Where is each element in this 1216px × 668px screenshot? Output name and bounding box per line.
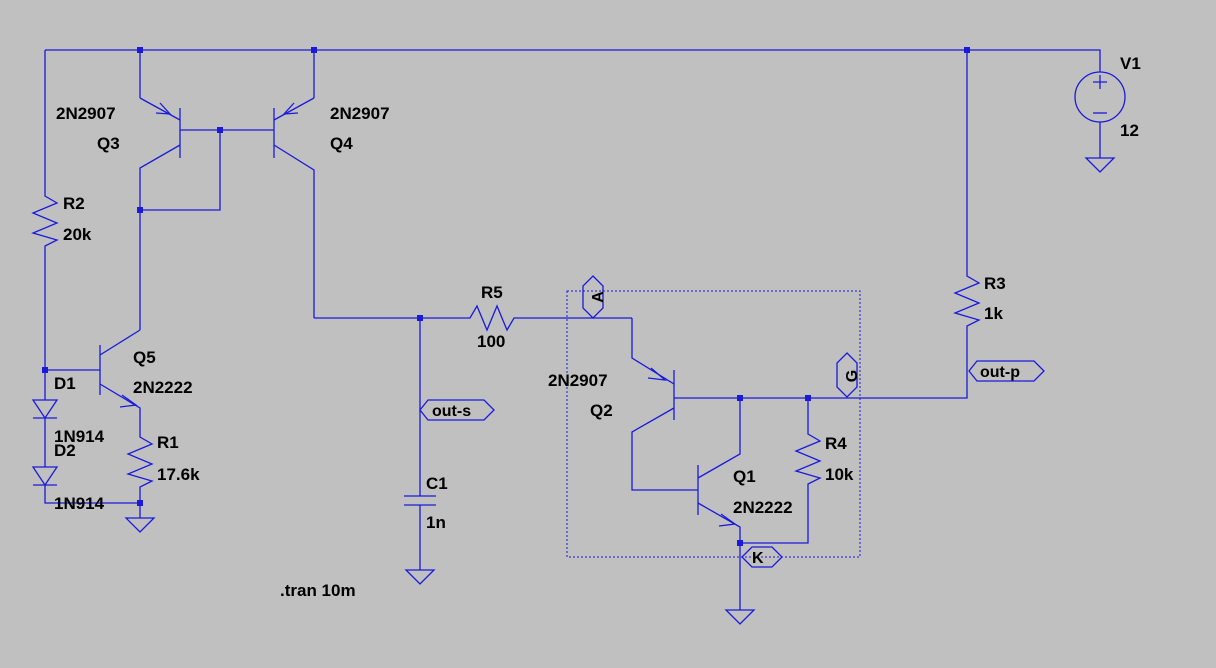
q4-ref: Q4 bbox=[330, 134, 353, 153]
resistor-r5[interactable] bbox=[464, 304, 632, 332]
g-label: G bbox=[844, 370, 861, 382]
supply-rail-wires bbox=[44, 49, 1101, 270]
transistor-q4[interactable] bbox=[273, 97, 315, 318]
net-label-a[interactable] bbox=[582, 275, 604, 319]
r4-ref: R4 bbox=[825, 434, 847, 453]
q4-model: 2N2907 bbox=[330, 104, 390, 123]
r5-value: 100 bbox=[477, 332, 505, 351]
r1-value: 17.6k bbox=[157, 465, 200, 484]
net-label-out-s[interactable] bbox=[419, 399, 495, 421]
r1-ref: R1 bbox=[157, 433, 179, 452]
k-label: K bbox=[752, 550, 764, 567]
transistor-q1[interactable] bbox=[697, 398, 741, 610]
c1-value: 1n bbox=[426, 513, 446, 532]
diode-d2[interactable] bbox=[31, 466, 140, 504]
r3-ref: R3 bbox=[984, 274, 1006, 293]
mirror-base-wires bbox=[139, 129, 274, 330]
ground-symbol-c1 bbox=[404, 569, 436, 585]
v1-ref: V1 bbox=[1120, 54, 1141, 73]
capacitor-c1[interactable] bbox=[404, 495, 436, 570]
d1-ref: D1 bbox=[54, 374, 76, 393]
resistor-r1[interactable] bbox=[126, 430, 154, 518]
r2-ref: R2 bbox=[63, 194, 85, 213]
r3-value: 1k bbox=[984, 304, 1003, 323]
q3-model: 2N2907 bbox=[56, 104, 116, 123]
transistor-q2[interactable] bbox=[631, 318, 968, 491]
a-label: A bbox=[590, 291, 607, 303]
r2-value: 20k bbox=[63, 225, 92, 244]
d1-model: 1N914 bbox=[54, 427, 105, 446]
net-label-g[interactable] bbox=[836, 352, 858, 398]
ground-symbol-v1 bbox=[1084, 157, 1116, 173]
resistor-r4[interactable] bbox=[740, 398, 822, 544]
d2-ref: D2 bbox=[54, 441, 76, 460]
junction-dots bbox=[42, 47, 970, 546]
resistor-r2[interactable] bbox=[31, 190, 59, 370]
out-s-node-wires bbox=[314, 317, 464, 496]
d2-model: 1N914 bbox=[54, 494, 105, 513]
transistor-q3[interactable] bbox=[139, 97, 181, 210]
net-label-out-p[interactable] bbox=[968, 360, 1045, 382]
q2-model: 2N2907 bbox=[548, 371, 608, 390]
q3-ref: Q3 bbox=[97, 134, 120, 153]
r5-ref: R5 bbox=[481, 283, 503, 302]
q1-model: 2N2222 bbox=[733, 498, 793, 517]
transistor-q5[interactable] bbox=[45, 329, 141, 430]
ground-symbol-r1 bbox=[124, 517, 156, 533]
c1-ref: C1 bbox=[426, 474, 448, 493]
q2-ref: Q2 bbox=[590, 401, 613, 420]
q5-model: 2N2222 bbox=[133, 378, 193, 397]
q1-ref: Q1 bbox=[733, 467, 756, 486]
out-s-label: out-s bbox=[432, 403, 471, 420]
diode-d1[interactable] bbox=[31, 370, 59, 467]
q5-ref: Q5 bbox=[133, 348, 156, 367]
out-p-label: out-p bbox=[980, 364, 1020, 381]
v1-value: 12 bbox=[1120, 121, 1139, 140]
resistor-r3[interactable] bbox=[953, 270, 981, 330]
subcircuit-box bbox=[566, 290, 861, 558]
spice-directive[interactable]: .tran 10m bbox=[280, 581, 356, 600]
voltage-source-v1[interactable] bbox=[1074, 71, 1126, 123]
r4-value: 10k bbox=[825, 465, 854, 484]
net-label-k[interactable] bbox=[741, 546, 783, 568]
ground-symbol-q1 bbox=[724, 609, 756, 625]
